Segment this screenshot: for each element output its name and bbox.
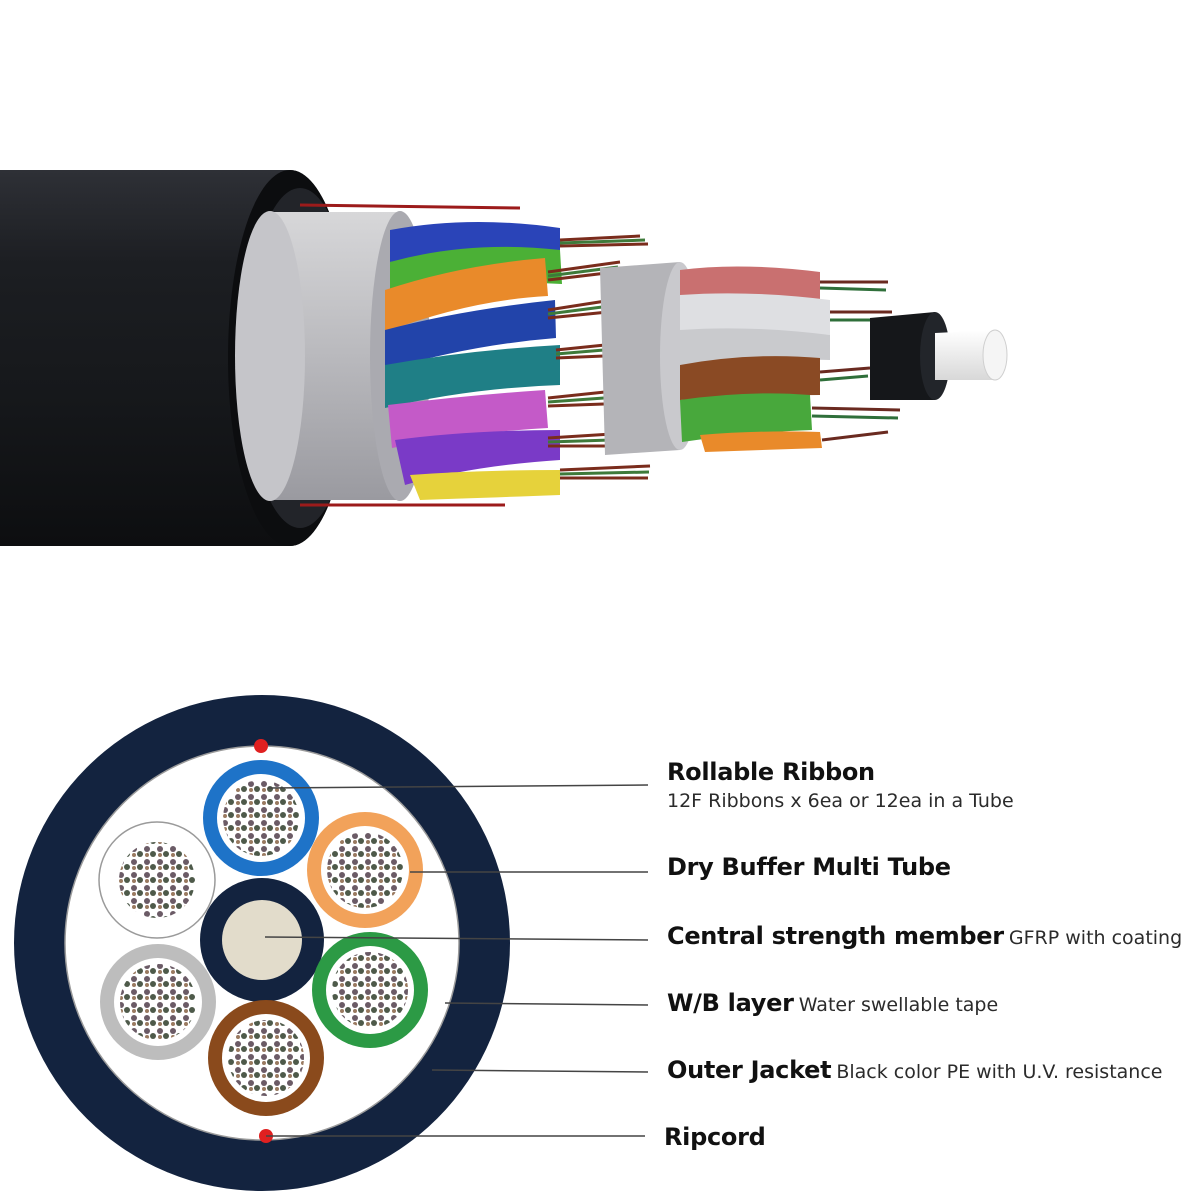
leader-central-member — [264, 936, 649, 941]
label-title: Rollable Ribbon — [667, 758, 875, 786]
leader-lines — [264, 784, 649, 1137]
tube-blue — [203, 760, 319, 876]
cable-3d-illustration — [0, 170, 1008, 546]
label-wb-layer: W/B layer Water swellable tape — [667, 989, 998, 1017]
cable-fiber-bundles — [547, 234, 651, 480]
tube-brown — [208, 1000, 324, 1116]
label-ripcord: Ripcord — [664, 1123, 766, 1151]
label-outer-jacket: Outer Jacket Black color PE with U.V. re… — [667, 1056, 1162, 1084]
label-detail: Black color PE with U.V. resistance — [836, 1061, 1163, 1083]
cable-inner-fibers — [811, 280, 901, 442]
label-rollable-ribbon: Rollable Ribbon 12F Ribbons x 6ea or 12e… — [667, 758, 1014, 812]
label-title: Central strength member — [667, 922, 1004, 950]
cable-inner-tubes — [680, 266, 830, 452]
ripcord-top — [254, 739, 268, 753]
label-detail: 12F Ribbons x 6ea or 12ea in a Tube — [667, 790, 1014, 812]
central-member-core — [222, 900, 302, 980]
tube-grey — [100, 944, 216, 1060]
cable-loose-tubes — [385, 221, 562, 500]
label-title: Ripcord — [664, 1123, 766, 1151]
label-title: Dry Buffer Multi Tube — [667, 853, 951, 881]
leader-outer-jacket — [431, 1069, 649, 1073]
tube-orange — [307, 812, 423, 928]
label-dry-buffer: Dry Buffer Multi Tube — [667, 853, 951, 881]
tube-green — [312, 932, 428, 1048]
label-title: Outer Jacket — [667, 1056, 832, 1084]
cable-central-member — [870, 312, 1008, 400]
label-detail: GFRP with coating — [1008, 927, 1183, 949]
label-detail: Water swellable tape — [798, 994, 999, 1016]
ripcord-wires — [299, 203, 521, 507]
label-central-member: Central strength member GFRP with coatin… — [667, 922, 1182, 950]
label-title: W/B layer — [667, 989, 794, 1017]
cable-cross-section — [14, 695, 649, 1191]
leader-wb-layer — [444, 1002, 649, 1006]
tube-white — [98, 821, 216, 939]
leader-rollable-ribbon — [267, 784, 649, 789]
